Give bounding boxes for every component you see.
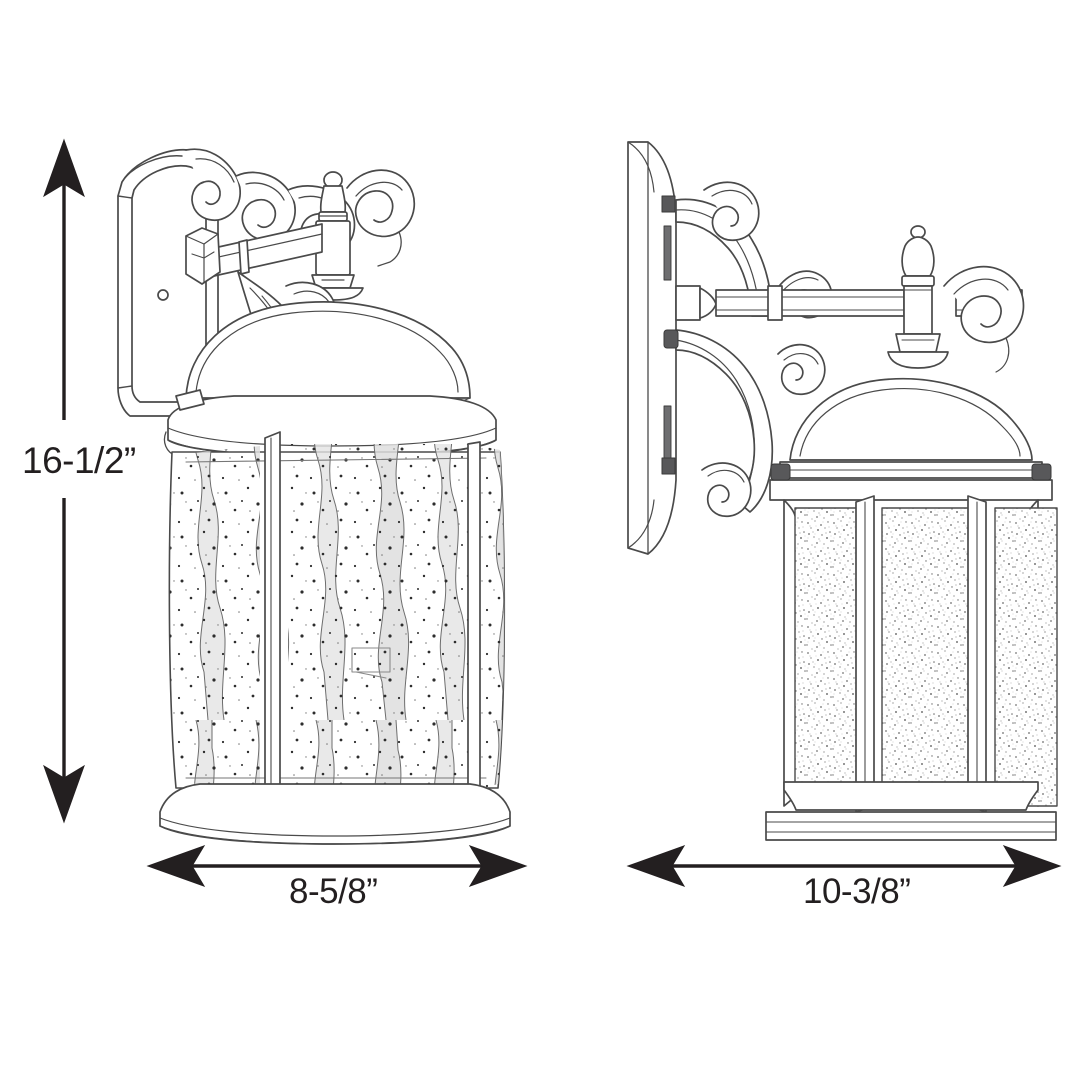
mounting-hole (157, 289, 169, 301)
roof-tab (175, 389, 205, 411)
right-scroll-side (943, 265, 1025, 373)
collar-with-thumbscrews (769, 461, 1053, 501)
curved-seeded-water-glass (168, 444, 506, 792)
thumbscrew (770, 463, 791, 481)
arm-fastener (663, 329, 679, 349)
dimension-front-width (146, 845, 528, 887)
front-width-dimension-label: 8-5/8” (289, 872, 378, 911)
ball-finial-side (887, 225, 949, 369)
side-elevation-view (627, 141, 1058, 841)
top-ball-finial (302, 171, 364, 301)
ornamental-scrollwork-right (346, 169, 416, 267)
vertical-glass-mullion (264, 431, 481, 807)
wall-mount-backplate (117, 149, 219, 417)
height-dimension-label: 16-1/2” (22, 440, 136, 481)
dimension-height (43, 138, 85, 824)
seeded-glass-panels-side (783, 499, 1058, 807)
plate-fastener (661, 195, 676, 213)
wall-mount-backplate-profile (627, 141, 677, 555)
dimension-side-width (626, 845, 1062, 887)
domed-roof (185, 301, 471, 415)
lantern-base-skirt (159, 783, 511, 845)
side-width-dimension-label: 10-3/8” (803, 872, 911, 911)
front-elevation-view (117, 148, 511, 845)
lower-scroll-bracket (663, 329, 826, 518)
roof-collar-ring (163, 389, 497, 459)
plate-fastener (661, 457, 676, 475)
thumbscrew (1031, 463, 1052, 481)
lantern-base-plinth-side (765, 781, 1057, 841)
faceted-jewel-cap (185, 227, 221, 285)
domed-roof-side (789, 377, 1033, 461)
corner-post-mullions-side (855, 495, 987, 813)
